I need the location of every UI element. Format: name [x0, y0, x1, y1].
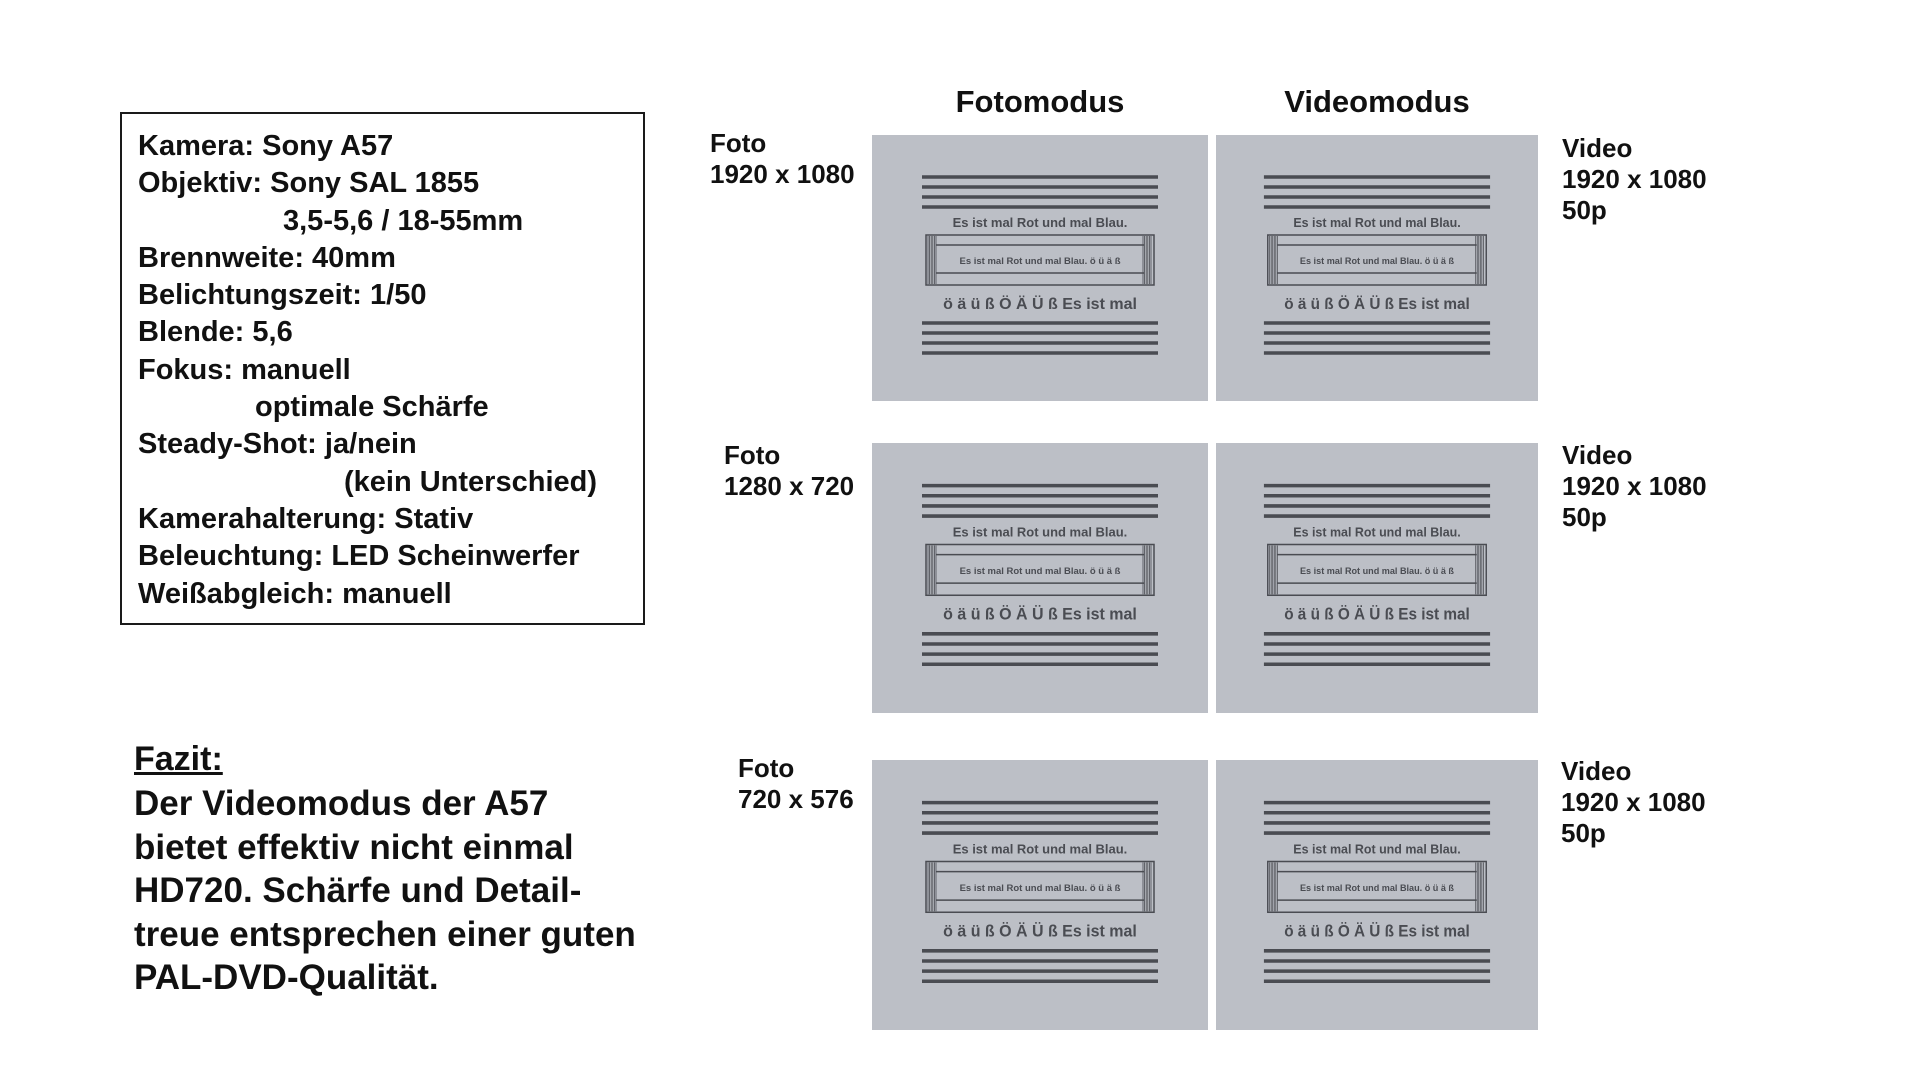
- conclusion-section: Fazit: Der Videomodus der A57 bietet eff…: [134, 738, 694, 1000]
- row-3-video-label: Video 1920 x 1080 50p: [1561, 756, 1706, 848]
- test-chart-photo-720x576: Es ist mal Rot und mal Blau. Es ist mal …: [872, 760, 1208, 1030]
- chart-text-line-2: Es ist mal Rot und mal Blau. ö ü ä ß: [1300, 566, 1454, 576]
- test-chart-image: Es ist mal Rot und mal Blau. Es ist mal …: [1263, 175, 1491, 355]
- chart-text-line-2: Es ist mal Rot und mal Blau. ö ü ä ß: [960, 566, 1121, 577]
- spec-lens-detail: 3,5-5,6 / 18-55mm: [283, 204, 524, 237]
- spec-white-balance: Weißabgleich: manuell: [138, 577, 452, 610]
- chart-text-line-3: ö ä ü ß Ö Ä Ü ß Es ist mal: [1284, 294, 1470, 313]
- spec-steady-shot-detail: (kein Unterschied): [344, 465, 597, 498]
- spec-lighting: Beleuchtung: LED Scheinwerfer: [138, 540, 580, 573]
- row-1-photo-label: Foto 1920 x 1080: [710, 128, 855, 189]
- chart-text-line-2: Es ist mal Rot und mal Blau. ö ü ä ß: [1300, 256, 1454, 266]
- test-chart-image: Es ist mal Rot und mal Blau. Es ist mal …: [1263, 483, 1491, 667]
- row-1-video-label: Video 1920 x 1080 50p: [1562, 133, 1707, 225]
- chart-text-line-2: Es ist mal Rot und mal Blau. ö ü ä ß: [1300, 883, 1454, 893]
- row-3-photo-label: Foto 720 x 576: [738, 753, 854, 814]
- chart-text-line-1: Es ist mal Rot und mal Blau.: [953, 524, 1128, 539]
- spec-focal-length: Brennweite: 40mm: [138, 241, 396, 274]
- chart-text-line-3: ö ä ü ß Ö Ä Ü ß Es ist mal: [1284, 604, 1470, 624]
- chart-text-line-3: ö ä ü ß Ö Ä Ü ß Es ist mal: [943, 605, 1137, 624]
- spec-aperture: Blende: 5,6: [138, 316, 293, 349]
- row-2-photo-label: Foto 1280 x 720: [724, 440, 855, 501]
- test-chart-image: Es ist mal Rot und mal Blau. Es ist mal …: [1263, 800, 1491, 984]
- chart-text-line-2: Es ist mal Rot und mal Blau. ö ü ä ß: [960, 883, 1121, 894]
- spec-camera: Kamera: Sony A57: [138, 130, 394, 162]
- test-chart-image: Es ist mal Rot und mal Blau. Es ist mal …: [922, 800, 1158, 984]
- chart-text-line-1: Es ist mal Rot und mal Blau.: [1293, 841, 1460, 856]
- test-chart-photo-1280x720: Es ist mal Rot und mal Blau. Es ist mal …: [872, 443, 1208, 713]
- spec-lens: Objektiv: Sony SAL 1855: [138, 167, 480, 200]
- test-chart-video-row-1: Es ist mal Rot und mal Blau. Es ist mal …: [1216, 135, 1538, 401]
- chart-text-line-3: ö ä ü ß Ö Ä Ü ß Es ist mal: [1284, 921, 1470, 941]
- conclusion-title: Fazit:: [134, 740, 223, 778]
- row-2-video-label: Video 1920 x 1080 50p: [1562, 440, 1707, 532]
- spec-focus-detail: optimale Schärfe: [255, 391, 489, 424]
- test-chart-image: Es ist mal Rot und mal Blau. Es ist mal …: [922, 175, 1158, 355]
- conclusion-text: Der Videomodus der A57 bietet effektiv n…: [134, 784, 636, 997]
- column-header-video: Videomodus: [1284, 84, 1470, 119]
- test-chart-photo-1920x1080: Es ist mal Rot und mal Blau. Es ist mal …: [872, 135, 1208, 401]
- chart-text-line-3: ö ä ü ß Ö Ä Ü ß Es ist mal: [943, 294, 1137, 313]
- camera-settings-box: Kamera: Sony A57 Objektiv: Sony SAL 1855…: [120, 112, 645, 625]
- chart-text-line-1: Es ist mal Rot und mal Blau.: [953, 841, 1128, 856]
- test-chart-video-row-2: Es ist mal Rot und mal Blau. Es ist mal …: [1216, 443, 1538, 713]
- column-header-photo: Fotomodus: [955, 84, 1125, 119]
- test-chart-video-row-3: Es ist mal Rot und mal Blau. Es ist mal …: [1216, 760, 1538, 1030]
- test-chart-image: Es ist mal Rot und mal Blau. Es ist mal …: [922, 483, 1158, 667]
- chart-text-line-1: Es ist mal Rot und mal Blau.: [1293, 215, 1460, 230]
- chart-text-line-1: Es ist mal Rot und mal Blau.: [953, 215, 1128, 230]
- spec-exposure-time: Belichtungszeit: 1/50: [138, 279, 427, 312]
- chart-text-line-1: Es ist mal Rot und mal Blau.: [1293, 524, 1460, 539]
- spec-steady-shot: Steady-Shot: ja/nein: [138, 428, 417, 461]
- spec-focus: Fokus: manuell: [138, 353, 351, 386]
- chart-text-line-3: ö ä ü ß Ö Ä Ü ß Es ist mal: [943, 922, 1137, 941]
- spec-mount: Kamerahalterung: Stativ: [138, 502, 474, 535]
- chart-text-line-2: Es ist mal Rot und mal Blau. ö ü ä ß: [960, 256, 1121, 267]
